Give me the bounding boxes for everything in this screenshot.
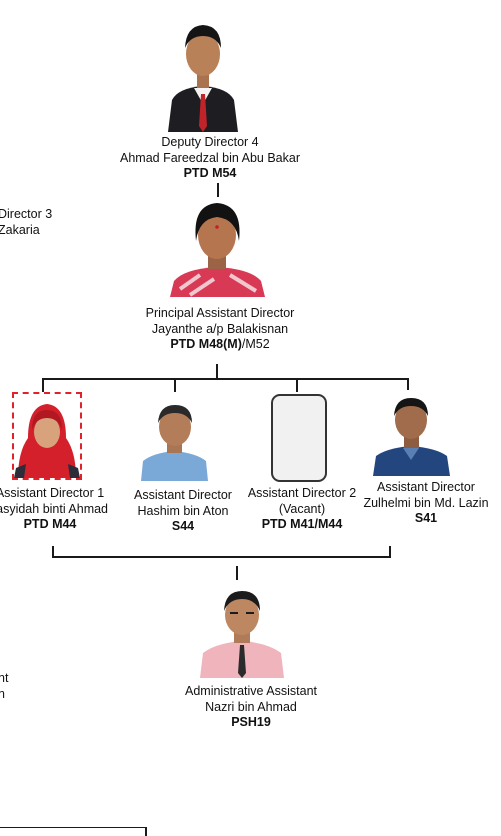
assistant-director-zulhelmi-grade: S41 — [414, 511, 438, 525]
deputy-director-photo — [166, 8, 240, 132]
bracket-left-drop — [52, 546, 54, 558]
principal-assistant-director-photo — [170, 197, 265, 297]
assistant-director-1-label: Assistant Director 1 rasyidah binti Ahma… — [0, 486, 160, 533]
branch-drop-1 — [42, 378, 44, 392]
principal-grade-rest: /M52 — [241, 337, 270, 351]
principal-assistant-director-label: Principal Assistant Director Jayanthe a/… — [110, 306, 330, 353]
connector-principal-bar — [216, 364, 218, 379]
bottom-partial-box-right — [145, 827, 147, 836]
assistant-director-hashim-name: Hashim bin Aton — [137, 503, 229, 518]
director-3-partial-label: Director 3 Zakaria — [0, 207, 52, 238]
assistant-director-zulhelmi-name: Zulhelmi bin Md. Lazin — [363, 495, 489, 510]
principal-title: Principal Assistant Director — [145, 306, 295, 320]
administrative-assistant-name: Nazri bin Ahmad — [205, 699, 297, 714]
administrative-assistant-photo — [200, 585, 284, 678]
assistant-director-1-grade: PTD M44 — [23, 517, 77, 531]
left-cut-line-1: nt — [0, 671, 9, 685]
branch-drop-2 — [174, 378, 176, 392]
bracket-right-drop — [389, 546, 391, 558]
bracket-bottom-bar — [52, 556, 391, 558]
assistant-director-hashim-photo — [141, 395, 208, 481]
left-cut-partial-label: nt n — [0, 671, 8, 702]
vacant-placeholder-icon — [271, 394, 327, 482]
branch-bar-top — [42, 378, 409, 380]
director-3-title-partial: Director 3 — [0, 207, 53, 221]
branch-drop-4 — [407, 378, 409, 392]
left-cut-line-2: n — [0, 686, 5, 701]
assistant-director-2-label: Assistant Director 2 (Vacant) PTD M41/M4… — [192, 486, 412, 533]
assistant-director-2-title: Assistant Director 2 — [247, 486, 357, 500]
assistant-director-1-title: Assistant Director 1 — [0, 486, 105, 500]
deputy-director-name: Ahmad Fareedzal bin Abu Bakar — [120, 150, 300, 165]
principal-grade-bold: PTD M48(M) — [170, 337, 242, 351]
assistant-director-hashim-label: Assistant Director Hashim bin Aton S44 — [73, 488, 293, 535]
director-3-name-partial: Zakaria — [0, 222, 40, 237]
assistant-director-1-photo — [12, 392, 82, 480]
deputy-director-title: Deputy Director 4 — [161, 135, 259, 149]
assistant-director-hashim-grade: S44 — [171, 519, 195, 533]
connector-bracket-admin — [236, 566, 238, 580]
principal-grade: PTD M48(M)/M52 — [110, 337, 330, 353]
assistant-director-2-grade: PTD M41/M44 — [261, 517, 343, 531]
assistant-director-2-name: (Vacant) — [278, 501, 326, 516]
connector-deputy-principal — [217, 183, 219, 197]
branch-drop-3 — [296, 378, 298, 392]
administrative-assistant-title: Administrative Assistant — [185, 684, 317, 698]
assistant-director-hashim-title: Assistant Director — [134, 488, 232, 502]
deputy-director-grade: PTD M54 — [183, 166, 237, 180]
principal-name: Jayanthe a/p Balakisnan — [151, 321, 289, 336]
administrative-assistant-grade: PSH19 — [231, 715, 271, 729]
assistant-director-zulhelmi-label: Assistant Director Zulhelmi bin Md. Lazi… — [316, 480, 501, 527]
assistant-director-zulhelmi-title: Assistant Director — [377, 480, 475, 494]
assistant-director-1-name: rasyidah binti Ahmad — [0, 501, 109, 516]
bottom-partial-box-top — [0, 827, 146, 828]
assistant-director-zulhelmi-photo — [373, 390, 450, 476]
deputy-director-label: Deputy Director 4 Ahmad Fareedzal bin Ab… — [100, 135, 320, 182]
administrative-assistant-label: Administrative Assistant Nazri bin Ahmad… — [141, 684, 361, 731]
